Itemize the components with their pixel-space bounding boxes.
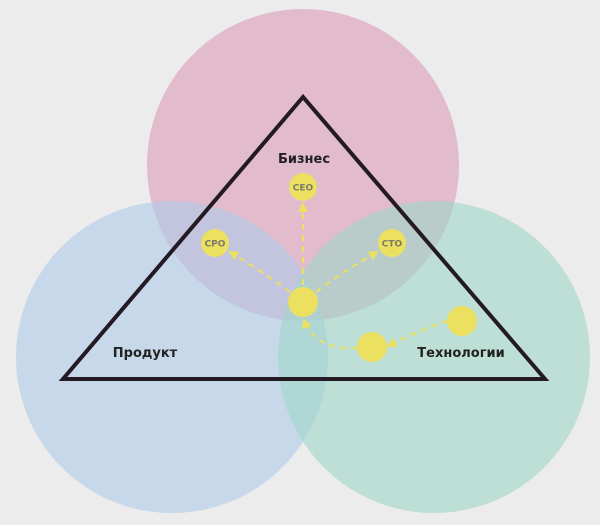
node-cto: [378, 229, 406, 257]
label-product: Продукт: [113, 346, 178, 361]
node-cto-label: CTO: [382, 240, 403, 250]
arrow-to-cpo: [228, 250, 291, 293]
label-technology: Технологии: [417, 346, 504, 361]
node-middle: [357, 332, 387, 362]
node-center: [288, 287, 318, 317]
label-business: Бизнес: [278, 152, 330, 167]
node-cpo-label: CPO: [205, 240, 226, 250]
arrow-to-cto: [315, 251, 379, 293]
product-circle: [16, 201, 328, 513]
arrows: [228, 202, 448, 350]
node-tech: [447, 306, 477, 336]
node-cpo: [201, 229, 229, 257]
node-ceo: [289, 173, 317, 201]
arrow-to-middle: [386, 320, 448, 347]
node-ceo-label: CEO: [293, 184, 314, 194]
arrow-to-center: [302, 318, 358, 350]
triangle: [58, 93, 550, 381]
technology-circle: [278, 201, 590, 513]
